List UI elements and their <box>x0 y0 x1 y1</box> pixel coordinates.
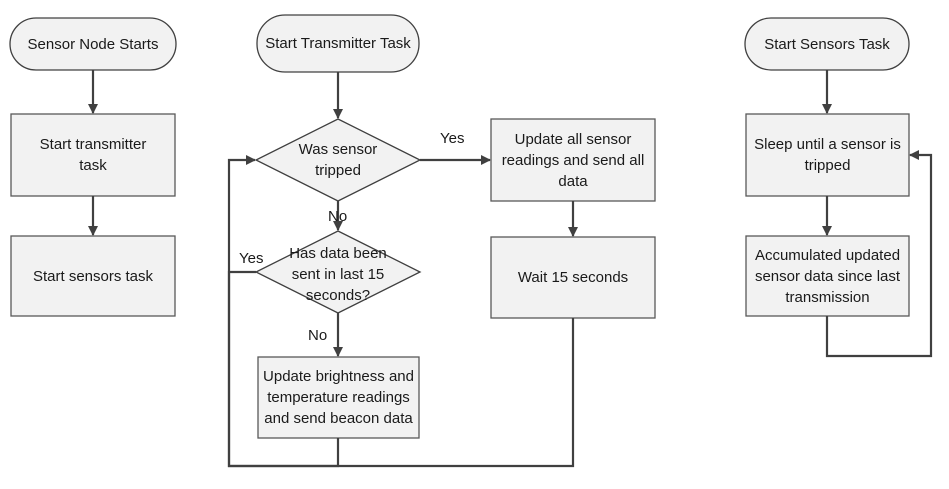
was-sensor-tripped-label: Was sensor tripped <box>298 141 378 179</box>
start-transmitter-task-box <box>10 113 176 197</box>
update-brightness-box <box>257 356 420 439</box>
has-data-been-sent-label: Has data been sent in last 15 seconds? <box>289 245 387 304</box>
start-sensors-task-label: Start sensors task <box>32 267 154 285</box>
wait-15-seconds-label: Wait 15 seconds <box>517 269 629 286</box>
start-transmitter-task-label: Start transmitter task <box>39 136 147 174</box>
update-all-sensor-readings-box <box>490 118 656 202</box>
accumulated-sensor-data-box <box>745 235 910 317</box>
no-label-decision1: No <box>328 208 348 225</box>
connector-accumulate-loop <box>825 150 933 358</box>
accumulated-sensor-data-label: Accumulated updated sensor data since la… <box>754 246 901 306</box>
yes-label-decision2: Yes <box>239 250 264 267</box>
start-transmitter-terminator-label: Start Transmitter Task <box>265 35 411 52</box>
sleep-until-sensor-tripped-box <box>745 113 910 197</box>
update-all-sensor-readings-label: Update all sensor readings and send all … <box>501 130 645 190</box>
start-sensors-terminator-label: Start Sensors Task <box>764 35 890 53</box>
yes-label-decision1: Yes <box>440 130 465 147</box>
sensor-node-starts-label: Sensor Node Starts <box>27 35 159 53</box>
no-label-decision2: No <box>308 327 328 344</box>
connector-wait-loop <box>227 155 575 468</box>
sleep-until-sensor-label: Sleep until a sensor is tripped <box>754 136 901 174</box>
update-brightness-label: Update brightness and temperature readin… <box>263 367 414 427</box>
wait-15-seconds-box <box>490 236 656 319</box>
start-sensors-task-box <box>10 235 176 317</box>
